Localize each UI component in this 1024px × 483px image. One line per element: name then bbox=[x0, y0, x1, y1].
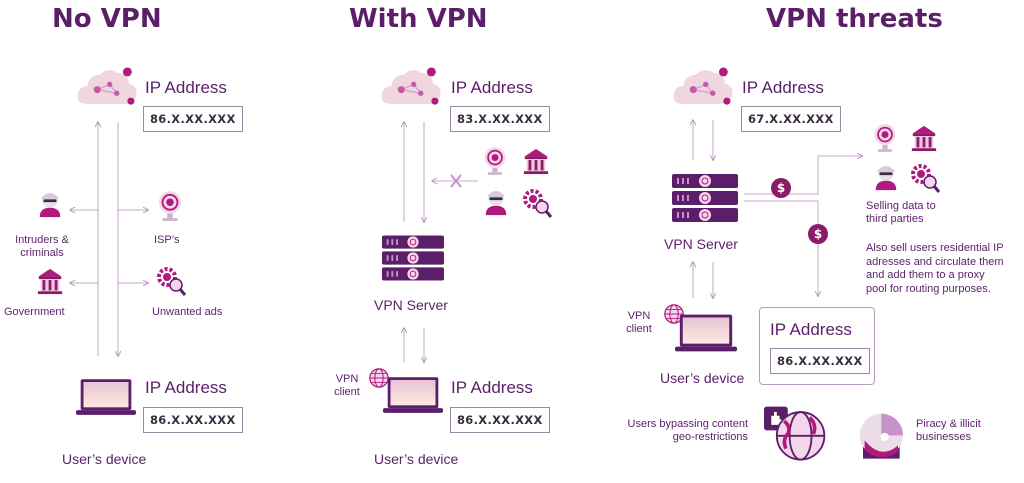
intruders-label: Intruders & criminals bbox=[15, 234, 69, 259]
unwanted-ads-icon bbox=[156, 266, 186, 296]
vpn-server-icon bbox=[672, 173, 738, 223]
device-ip-value: 86.X.XX.XXX bbox=[450, 407, 550, 433]
cloud-ip-label: IP Address bbox=[742, 78, 824, 97]
laptop-icon bbox=[675, 313, 737, 353]
laptop-icon bbox=[383, 376, 443, 414]
government-icon bbox=[910, 124, 938, 152]
vpn-client-label: VPN client bbox=[334, 373, 360, 398]
cloud-ip-value: 67.X.XX.XXX bbox=[741, 106, 841, 132]
government-label: Government bbox=[4, 306, 65, 318]
device-label: User’s device bbox=[660, 370, 745, 386]
isp-icon bbox=[482, 146, 508, 176]
hacker-icon bbox=[872, 163, 900, 191]
leaked-ip-label: IP Address bbox=[770, 320, 852, 339]
cloud-icon bbox=[380, 64, 442, 110]
government-icon bbox=[522, 147, 550, 175]
piracy-icon bbox=[858, 412, 908, 462]
device-label: User’s device bbox=[374, 451, 459, 467]
vpn-client-label: VPN client bbox=[626, 310, 652, 335]
geo-restriction-globe-icon bbox=[764, 406, 828, 462]
isp-label: ISP’s bbox=[154, 234, 180, 246]
cloud-ip-value: 86.X.XX.XXX bbox=[143, 106, 243, 132]
residential-ip-note: Also sell users residential IP adresses … bbox=[866, 242, 1004, 295]
panel-title-with-vpn: With VPN bbox=[349, 4, 488, 34]
vpn-server-icon bbox=[382, 234, 444, 282]
cloud-ip-label: IP Address bbox=[451, 78, 533, 97]
cloud-ip-value: 83.X.XX.XXX bbox=[450, 106, 550, 132]
laptop-icon bbox=[76, 378, 136, 416]
geo-bypass-label: Users bypassing content geo-restrictions bbox=[627, 418, 748, 443]
isp-icon bbox=[872, 123, 898, 153]
device-ip-label: IP Address bbox=[145, 378, 227, 397]
cloud-ip-label: IP Address bbox=[145, 78, 227, 97]
leaked-ip-value: 86.X.XX.XXX bbox=[770, 348, 870, 374]
cloud-icon bbox=[76, 64, 138, 110]
unwanted-ads-label: Unwanted ads bbox=[152, 306, 223, 318]
vpn-server-label: VPN Server bbox=[664, 236, 738, 252]
unwanted-ads-icon bbox=[910, 163, 940, 193]
panel-title-no-vpn: No VPN bbox=[52, 4, 162, 34]
panel-title-vpn-threats: VPN threats bbox=[766, 4, 943, 34]
device-ip-label: IP Address bbox=[451, 378, 533, 397]
vpn-server-label: VPN Server bbox=[374, 297, 448, 313]
device-ip-value: 86.X.XX.XXX bbox=[143, 407, 243, 433]
dollar-icon: $ bbox=[771, 178, 791, 198]
piracy-label: Piracy & illicit businesses bbox=[916, 418, 981, 443]
isp-icon bbox=[156, 190, 184, 222]
selling-data-label: Selling data to third parties bbox=[866, 200, 936, 225]
device-label: User’s device bbox=[62, 451, 147, 467]
cloud-icon bbox=[672, 64, 734, 110]
hacker-icon bbox=[36, 190, 64, 218]
government-icon bbox=[36, 267, 64, 295]
leaked-ip-card: IP Address 86.X.XX.XXX bbox=[759, 307, 875, 385]
hacker-icon bbox=[482, 188, 510, 216]
dollar-icon: $ bbox=[808, 224, 828, 244]
unwanted-ads-icon bbox=[522, 188, 552, 218]
